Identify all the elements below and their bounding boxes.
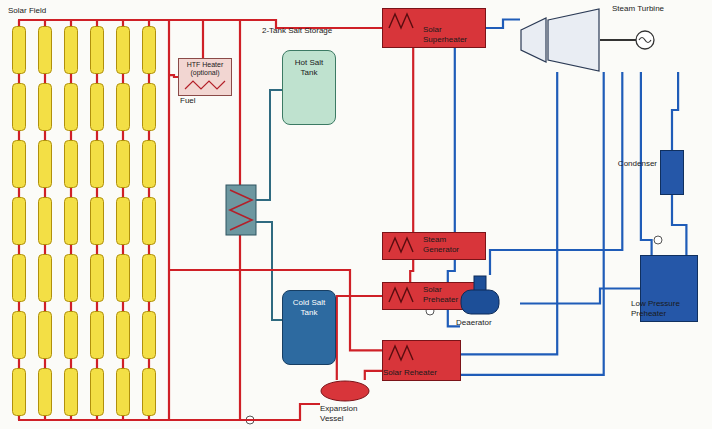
node-label: Expansion Vessel [320, 404, 372, 424]
node-label: Deaerator [456, 318, 516, 328]
pipe-connector [170, 404, 320, 420]
coil-shape [383, 9, 419, 33]
heater-coil [185, 81, 225, 89]
pipe-connector [170, 75, 178, 77]
node-label: Steam Turbine [612, 4, 702, 14]
vessel-shape [320, 380, 370, 402]
pipe-connector [461, 72, 604, 375]
pipe-connector [365, 371, 382, 380]
pipe-connector [520, 289, 640, 304]
pipe-connector [490, 72, 622, 275]
lp-stage [548, 9, 599, 71]
salt-pipes [256, 90, 282, 320]
heat-exchanger: Solar Superheater [382, 8, 486, 48]
cold-salt-tank: Cold Salt Tank [282, 290, 336, 365]
pipe-connector [337, 296, 382, 380]
node-label: Cold Salt Tank [283, 295, 335, 321]
node-label: Solar Superheater [423, 25, 483, 45]
node-label: HTF Heater (optional) [179, 59, 231, 79]
turbine-shape [520, 8, 600, 72]
steam-turbine: Steam Turbine [520, 8, 706, 72]
coil-shape [383, 283, 419, 307]
node-label: Solar Field [5, 5, 170, 17]
node-label: Steam Generator [423, 235, 483, 255]
condenser: Condenser [660, 150, 684, 195]
vessel-body [321, 381, 369, 401]
salt-heat-exchanger [226, 185, 256, 235]
pipe-connector [448, 260, 455, 282]
pipe-connector [461, 72, 557, 354]
hot-salt-tank: Hot Salt Tank [282, 50, 336, 125]
pumps [246, 236, 662, 424]
plain-label: 2-Tank Salt Storage [262, 26, 332, 36]
coil-line [389, 346, 413, 360]
generator-symbol [600, 31, 654, 49]
pipe-connector [486, 20, 520, 29]
node-label: Hot Salt Tank [283, 55, 335, 81]
coil-shape [383, 233, 419, 257]
solar-field: Solar Field [5, 5, 170, 425]
pipe-connector [672, 72, 678, 150]
node-label: Solar Reheater [383, 368, 458, 378]
expansion-vessel: Expansion Vessel [320, 380, 376, 428]
pipe-connector [170, 270, 382, 350]
collector-rows [12, 26, 168, 417]
pipe-connector [412, 48, 414, 232]
pipe-connector [672, 195, 686, 255]
heat-exchanger: Solar Reheater [382, 340, 461, 381]
coil-line [389, 14, 413, 28]
node-label: Condenser [609, 159, 657, 169]
lp-preheater: Low Pressure Preheater [640, 255, 698, 322]
pipe-connector [454, 48, 456, 232]
deaerator-shape [460, 275, 500, 315]
pipe-connector [410, 260, 413, 282]
htf-heater: HTF Heater (optional) [178, 58, 232, 96]
coil-line [389, 288, 413, 302]
coil-shape [383, 341, 419, 365]
heat-exchanger: Steam Generator [382, 232, 486, 260]
plain-label: Fuel [180, 96, 196, 106]
node-label: Low Pressure Preheater [631, 299, 695, 319]
deaerator-tank [461, 290, 499, 314]
coil-line [389, 238, 413, 252]
deaerator: Deaerator [460, 275, 520, 332]
hp-stage [521, 18, 546, 62]
